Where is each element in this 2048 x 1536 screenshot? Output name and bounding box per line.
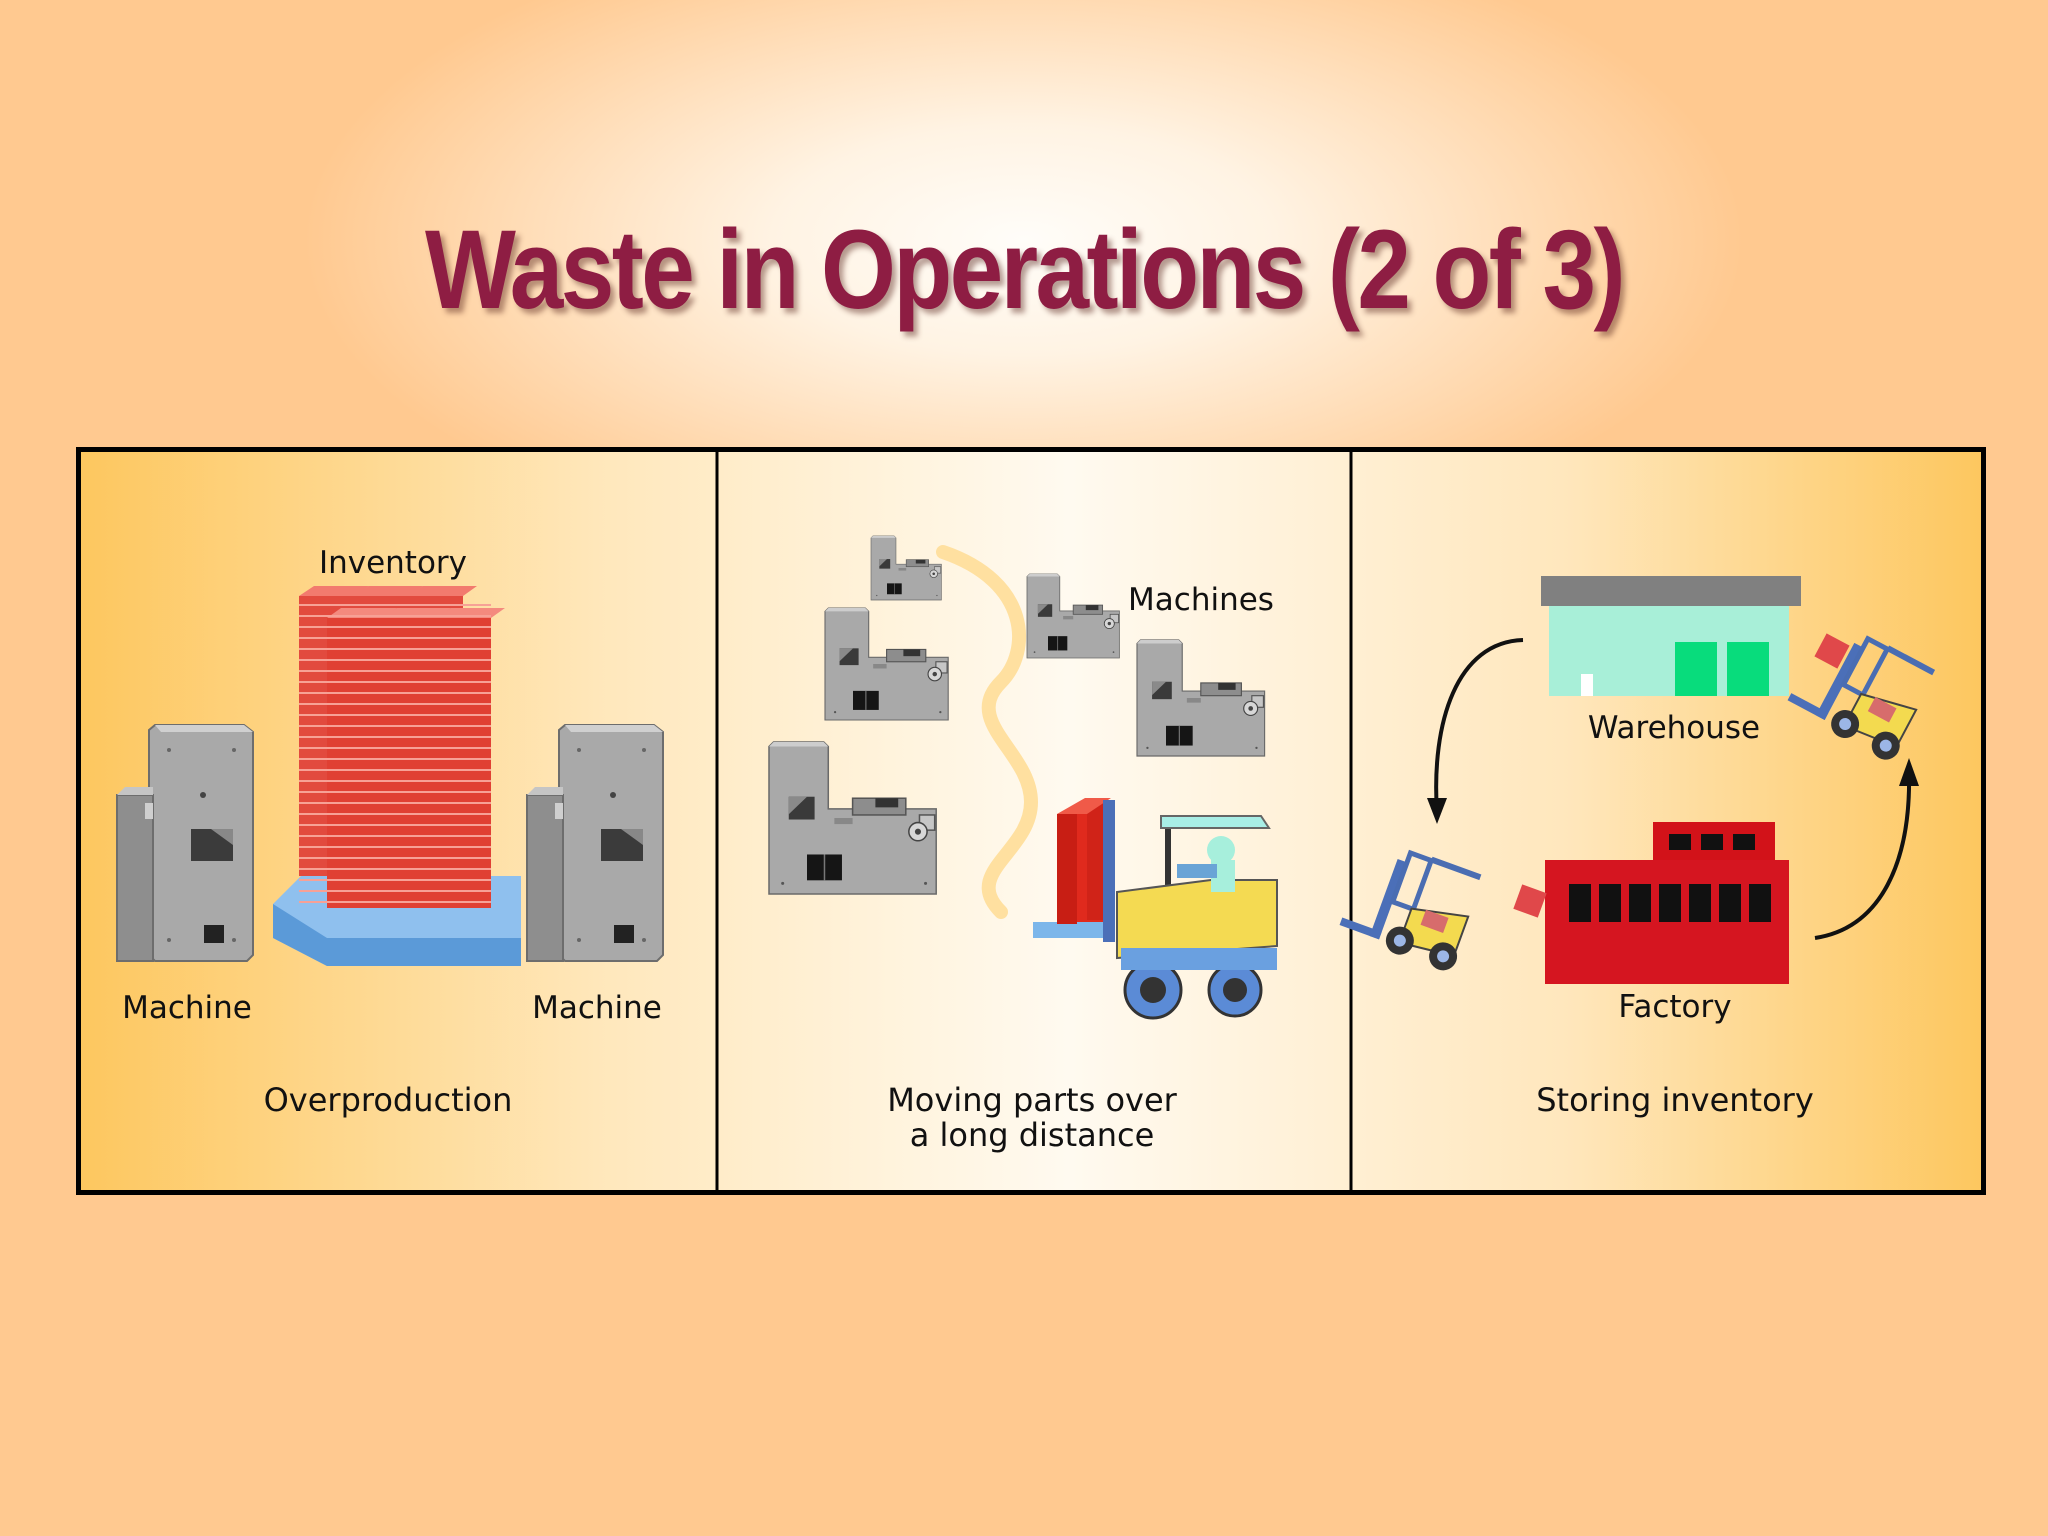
factory-icon bbox=[1545, 822, 1789, 984]
machine-right-icon bbox=[526, 724, 664, 962]
machine-left-icon bbox=[116, 724, 254, 962]
machine-icon bbox=[1026, 573, 1120, 659]
panel-moving-parts: Machines Moving parts over a long distan… bbox=[768, 535, 1278, 1154]
panel-storing-inventory: Warehouse Factory Storing inventory bbox=[1337, 576, 1941, 1119]
arrow-warehouse-to-forklift bbox=[1434, 638, 1524, 813]
label-machines: Machines bbox=[1128, 582, 1274, 618]
label-machine-right: Machine bbox=[532, 990, 662, 1026]
label-factory: Factory bbox=[1618, 989, 1731, 1025]
arrow-factory-to-forklift bbox=[1814, 771, 1912, 940]
machine-icon bbox=[824, 607, 949, 721]
caption-storing: Storing inventory bbox=[1536, 1081, 1814, 1119]
forklift-left-icon bbox=[1337, 835, 1487, 974]
machine-icon bbox=[768, 741, 937, 895]
waste-illustration: Inventory Machine Machine Overproduction bbox=[116, 452, 1981, 1190]
panel-overproduction: Inventory Machine Machine Overproduction bbox=[116, 545, 664, 1119]
machine-icon bbox=[1136, 639, 1266, 757]
waste-figure: Inventory Machine Machine Overproduction bbox=[76, 447, 1986, 1195]
label-machine-left: Machine bbox=[122, 990, 252, 1026]
slide-title: Waste in Operations (2 of 3) bbox=[425, 207, 1626, 332]
caption-overproduction: Overproduction bbox=[264, 1081, 513, 1119]
warehouse-icon bbox=[1541, 576, 1801, 696]
label-inventory: Inventory bbox=[319, 545, 467, 581]
machine-icon bbox=[870, 535, 942, 601]
travel-path bbox=[936, 545, 1039, 919]
inventory-stack-icon bbox=[299, 586, 505, 908]
forklift-right-icon bbox=[1784, 615, 1941, 764]
caption-moving-line-2: a long distance bbox=[910, 1116, 1155, 1154]
forklift-icon bbox=[1033, 798, 1278, 1020]
caption-moving-line-1: Moving parts over bbox=[887, 1081, 1177, 1119]
label-warehouse: Warehouse bbox=[1588, 710, 1760, 746]
